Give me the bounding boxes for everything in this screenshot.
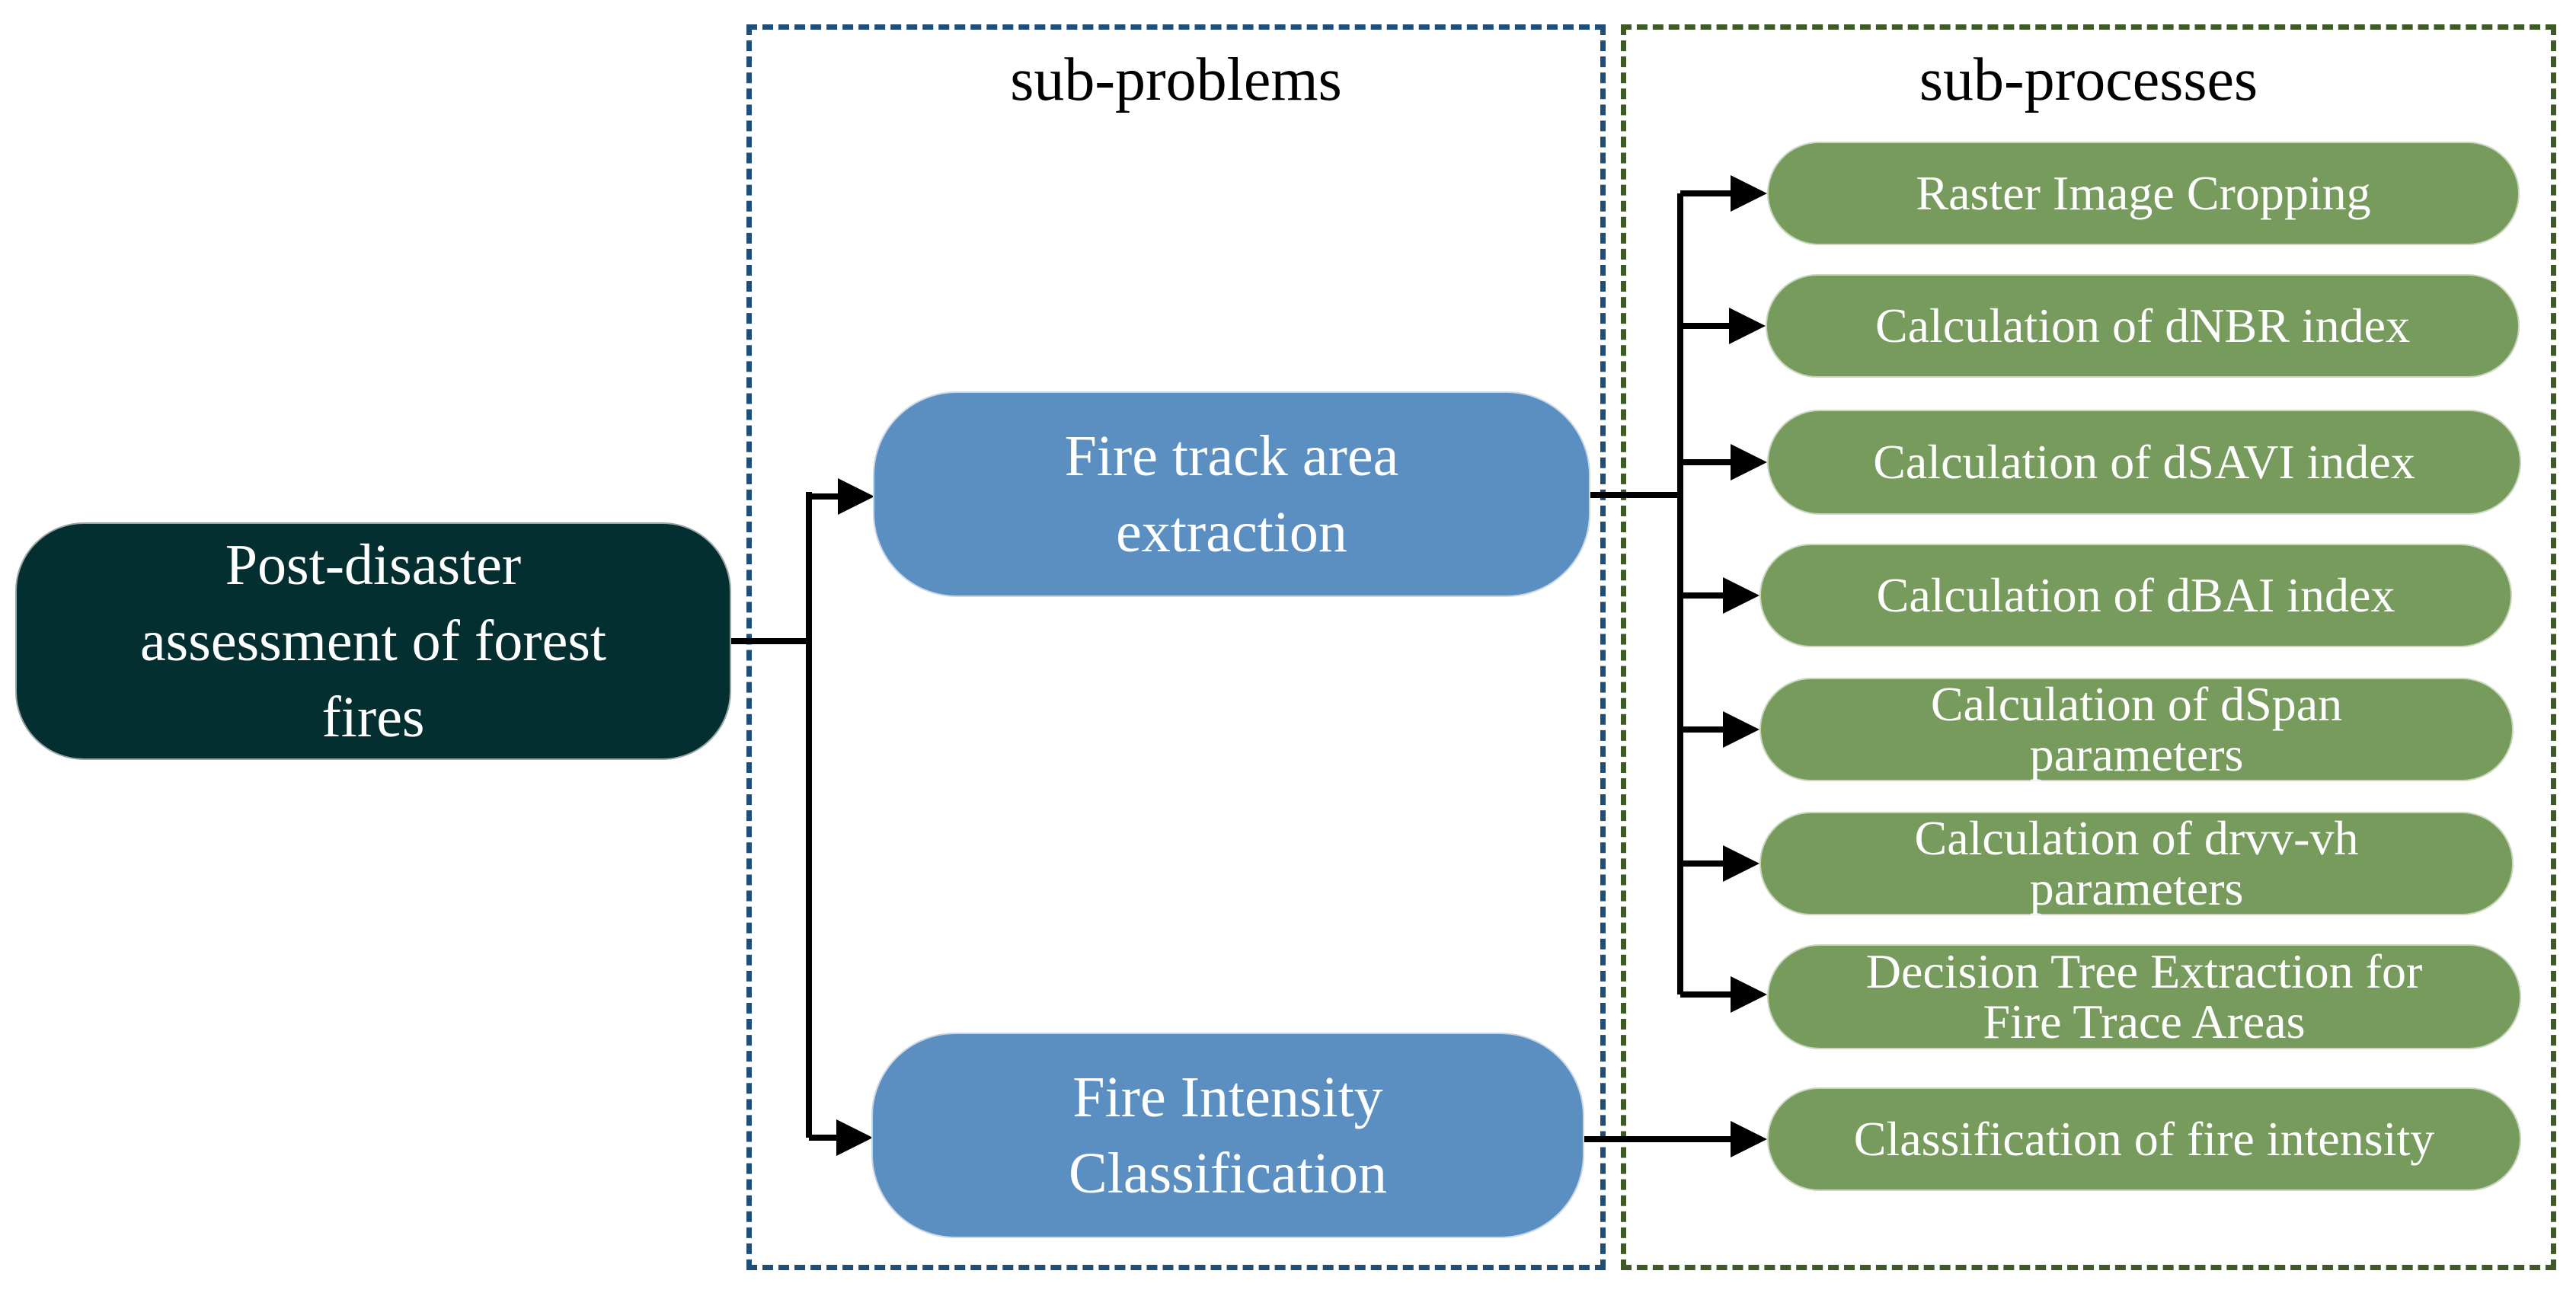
- process-decision-tree: Decision Tree Extraction for Fire Trace …: [1767, 944, 2521, 1049]
- process-line-2: parameters: [2029, 861, 2244, 915]
- sub-problems-title: sub-problems: [1010, 46, 1342, 113]
- process-fire-intensity-classification: Classification of fire intensity: [1767, 1087, 2521, 1191]
- sub-problem-fire-track: Fire track area extraction: [873, 391, 1590, 597]
- sub-problem-line-1: Fire Intensity: [1072, 1065, 1383, 1129]
- process-line-1: Calculation of drvv-vh: [1914, 811, 2359, 865]
- root-node-line-1: Post-disaster: [225, 533, 522, 597]
- process-line-2: Fire Trace Areas: [1983, 994, 2306, 1049]
- process-drvv-vh: Calculation of drvv-vh parameters: [1759, 812, 2514, 915]
- process-line-1: Calculation of dSpan: [1930, 677, 2343, 731]
- process-line-1: Calculation of dSAVI index: [1873, 435, 2415, 489]
- sub-problem-fire-intensity: Fire Intensity Classification: [871, 1033, 1584, 1238]
- process-line-2: parameters: [2029, 727, 2244, 781]
- process-line-1: Calculation of dNBR index: [1874, 299, 2411, 353]
- root-node-line-3: fires: [321, 685, 425, 749]
- sub-processes-title: sub-processes: [1919, 46, 2258, 113]
- process-dbai: Calculation of dBAI index: [1759, 544, 2512, 647]
- sub-processes-frame: [1621, 24, 2556, 1270]
- process-line-1: Raster Image Cropping: [1916, 166, 2371, 220]
- process-line-1: Calculation of dBAI index: [1876, 568, 2395, 622]
- process-dnbr: Calculation of dNBR index: [1766, 274, 2520, 378]
- process-dspan: Calculation of dSpan parameters: [1759, 678, 2514, 781]
- sub-problem-line-1: Fire track area: [1064, 424, 1399, 488]
- sub-problem-line-2: Classification: [1069, 1141, 1387, 1205]
- process-raster-cropping: Raster Image Cropping: [1767, 142, 2520, 245]
- process-dsavi: Calculation of dSAVI index: [1767, 410, 2521, 515]
- sub-problems-frame: [746, 24, 1606, 1270]
- root-node: Post-disaster assessment of forest fires: [15, 522, 731, 760]
- root-node-line-2: assessment of forest: [139, 609, 607, 673]
- process-line-1: Classification of fire intensity: [1853, 1112, 2435, 1166]
- sub-problem-line-2: extraction: [1116, 500, 1347, 564]
- process-line-1: Decision Tree Extraction for: [1865, 944, 2423, 998]
